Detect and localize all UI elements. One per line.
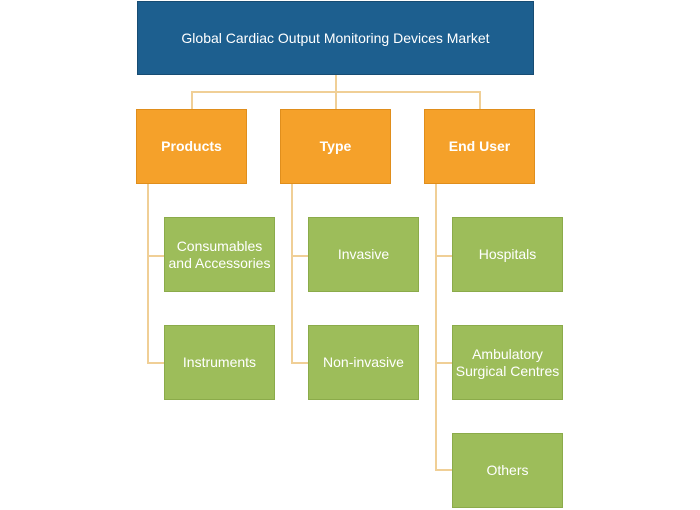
leaf-label: Ambulatory Surgical Centres — [455, 345, 560, 379]
products-branch-line — [147, 184, 149, 364]
leaf-consumables-and-accessories: Consumables and Accessories — [164, 217, 275, 292]
leaf-non-invasive: Non-invasive — [308, 325, 419, 400]
root-node: Global Cardiac Output Monitoring Devices… — [137, 1, 534, 75]
type-branch-tick-2 — [291, 362, 308, 364]
leaf-instruments: Instruments — [164, 325, 275, 400]
leaf-hospitals: Hospitals — [452, 217, 563, 292]
category-label: End User — [448, 138, 511, 154]
type-branch-line — [291, 184, 293, 364]
category-products: Products — [136, 109, 247, 184]
products-connector-drop — [191, 91, 193, 109]
leaf-label: Invasive — [337, 246, 390, 262]
leaf-label: Others — [486, 462, 529, 478]
end-user-branch-tick-1 — [435, 255, 452, 257]
leaf-label: Hospitals — [478, 246, 537, 262]
products-branch-tick-1 — [147, 255, 164, 257]
end-user-branch-tick-2 — [435, 362, 452, 364]
leaf-others: Others — [452, 433, 563, 508]
type-branch-tick-1 — [291, 255, 308, 257]
leaf-ambulatory-surgical-centres: Ambulatory Surgical Centres — [452, 325, 563, 400]
end-user-connector-drop — [479, 91, 481, 109]
leaf-label: Consumables and Accessories — [168, 237, 271, 271]
end-user-branch-line — [435, 184, 437, 471]
leaf-label: Non-invasive — [323, 354, 404, 370]
category-type: Type — [280, 109, 391, 184]
leaf-invasive: Invasive — [308, 217, 419, 292]
category-label: Products — [161, 138, 222, 154]
leaf-label: Instruments — [182, 354, 257, 370]
products-branch-tick-2 — [147, 362, 164, 364]
category-end-user: End User — [424, 109, 535, 184]
root-label: Global Cardiac Output Monitoring Devices… — [181, 29, 490, 46]
category-label: Type — [319, 138, 352, 154]
root-connector-stem — [335, 75, 337, 92]
type-connector-drop — [335, 91, 337, 109]
end-user-branch-tick-3 — [435, 469, 452, 471]
